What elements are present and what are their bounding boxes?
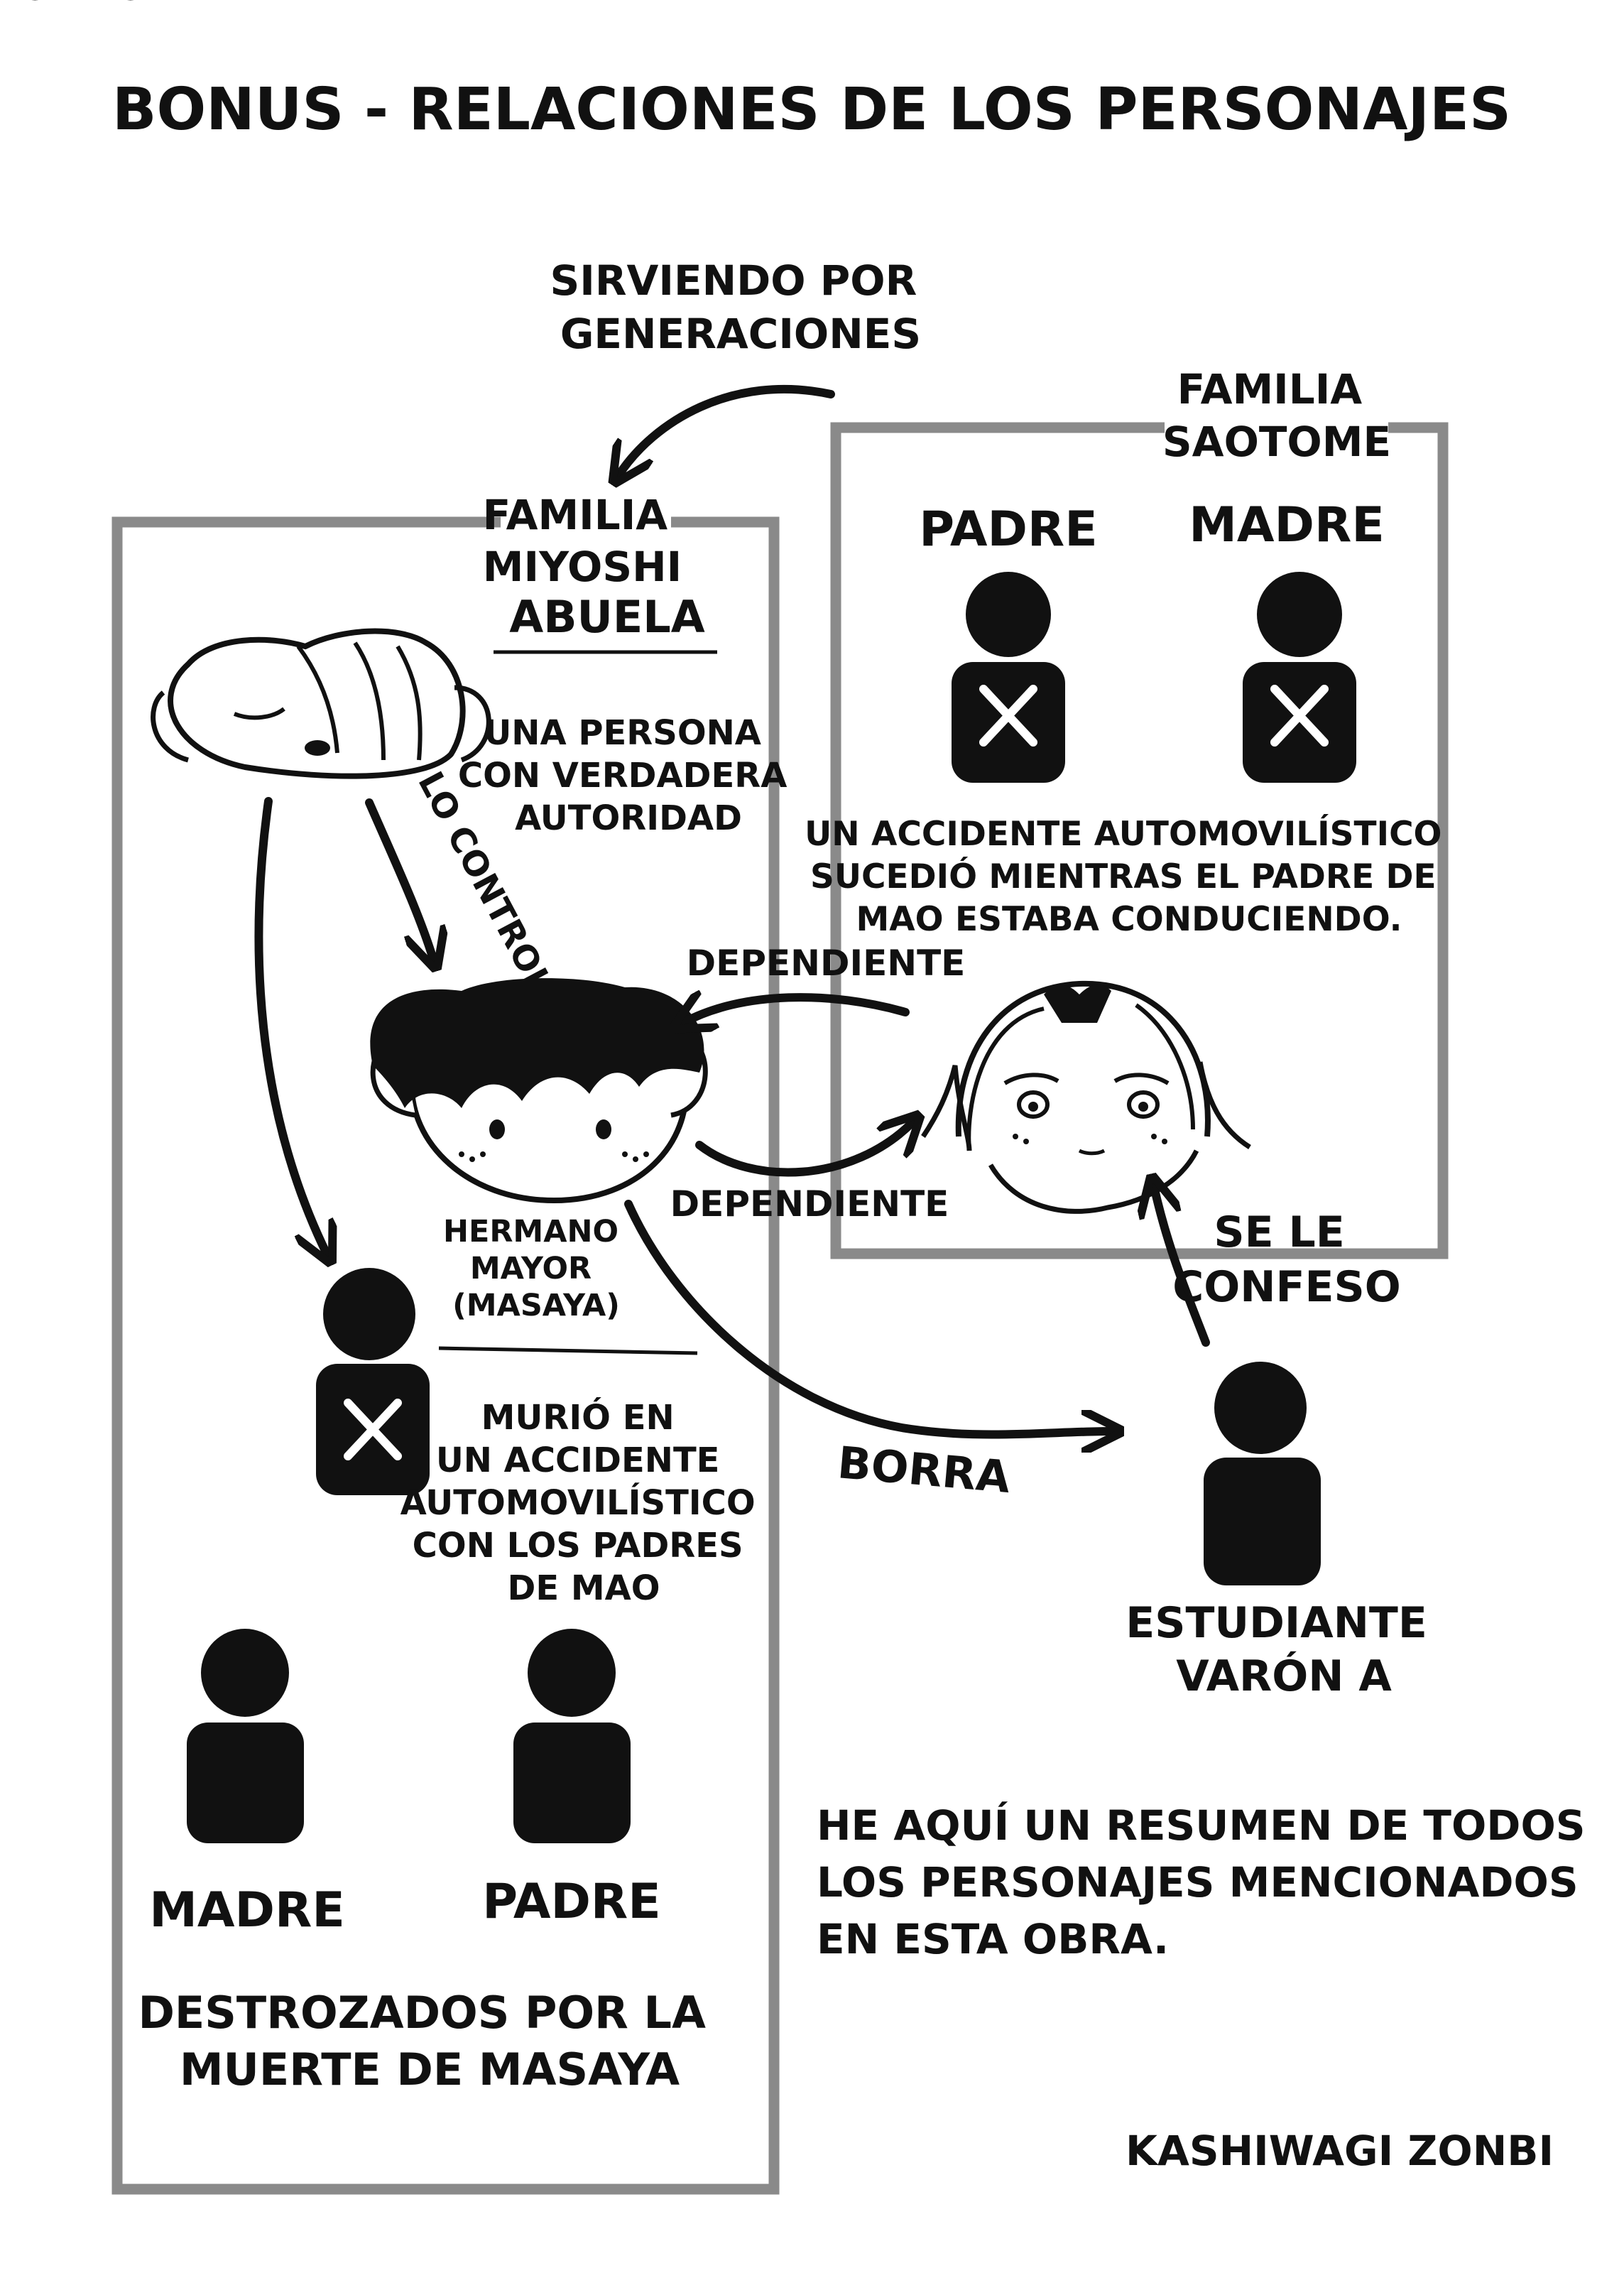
madre-miyoshi-name: MADRE xyxy=(149,1882,345,1938)
adored-arrow xyxy=(254,797,327,1254)
estudiante-silhouette xyxy=(1204,1362,1321,1585)
serving-generations-note: SIRVIENDO POR GENERACIONES xyxy=(550,256,932,358)
page-title: BONUS - RELACIONES DE LOS PERSONAJES xyxy=(112,76,1511,143)
saotome-family-label: FAMILIA SAOTOME xyxy=(1162,365,1391,466)
miyoshi-family-frame xyxy=(111,516,780,2195)
miyoshi-family-label: FAMILIA MIYOSHI xyxy=(483,491,682,591)
padre-miyoshi-silhouette xyxy=(513,1629,631,1843)
summary-note: HE AQUÍ UN RESUMEN DE TODOS LOS PERSONAJ… xyxy=(817,1801,1600,1963)
dependent-arrow-to-mao xyxy=(695,1122,912,1177)
dependent-label-top: DEPENDIENTE xyxy=(687,943,966,984)
madre-saotome-name: MADRE xyxy=(1189,497,1385,553)
erases-arrow xyxy=(624,1200,1111,1435)
adored-label: LO ADORABA xyxy=(0,0,250,9)
hermano-mayor-silhouette xyxy=(316,1268,430,1495)
padre-miyoshi-name: PADRE xyxy=(482,1874,660,1930)
miyoshi-protagonist-face xyxy=(370,978,708,1204)
serving-generations-arrow xyxy=(619,384,835,474)
hermano-mayor-description: MURIÓ EN UN ACCIDENTE AUTOMOVILÍSTICO CO… xyxy=(400,1397,768,1608)
mao-face xyxy=(921,980,1251,1214)
padre-saotome-name: PADRE xyxy=(919,501,1097,558)
saotome-accident-note: UN ACCIDENTE AUTOMOVILÍSTICO SUCEDIÓ MIE… xyxy=(805,815,1454,939)
abuela-face xyxy=(151,628,491,779)
author-credit: KASHIWAGI ZONBI xyxy=(1126,2127,1554,2175)
abuela-name: ABUELA xyxy=(509,591,704,643)
abuela-description: UNA PERSONA CON VERDADERA AUTORIDAD xyxy=(458,713,799,838)
hermano-mayor-underline xyxy=(438,1346,698,1355)
dependent-label-bottom: DEPENDIENTE xyxy=(670,1183,949,1225)
parents-destroyed-note: DESTROZADOS POR LA MUERTE DE MASAYA xyxy=(138,1987,721,2095)
confessed-label: SE LE CONFESO xyxy=(1172,1208,1400,1312)
saotome-family-frame xyxy=(830,422,1449,1259)
estudiante-name: ESTUDIANTE VARÓN A xyxy=(1126,1598,1442,1701)
confessed-arrow xyxy=(1154,1186,1210,1347)
madre-saotome-silhouette xyxy=(1243,572,1356,783)
hermano-mayor-name: HERMANO MAYOR (MASAYA) xyxy=(443,1214,629,1323)
madre-miyoshi-silhouette xyxy=(187,1629,304,1843)
padre-saotome-silhouette xyxy=(952,572,1065,783)
erases-label: BORRA xyxy=(836,1436,1013,1503)
dependent-arrow-to-miyoshi xyxy=(683,997,910,1023)
controls-arrow xyxy=(365,798,433,959)
